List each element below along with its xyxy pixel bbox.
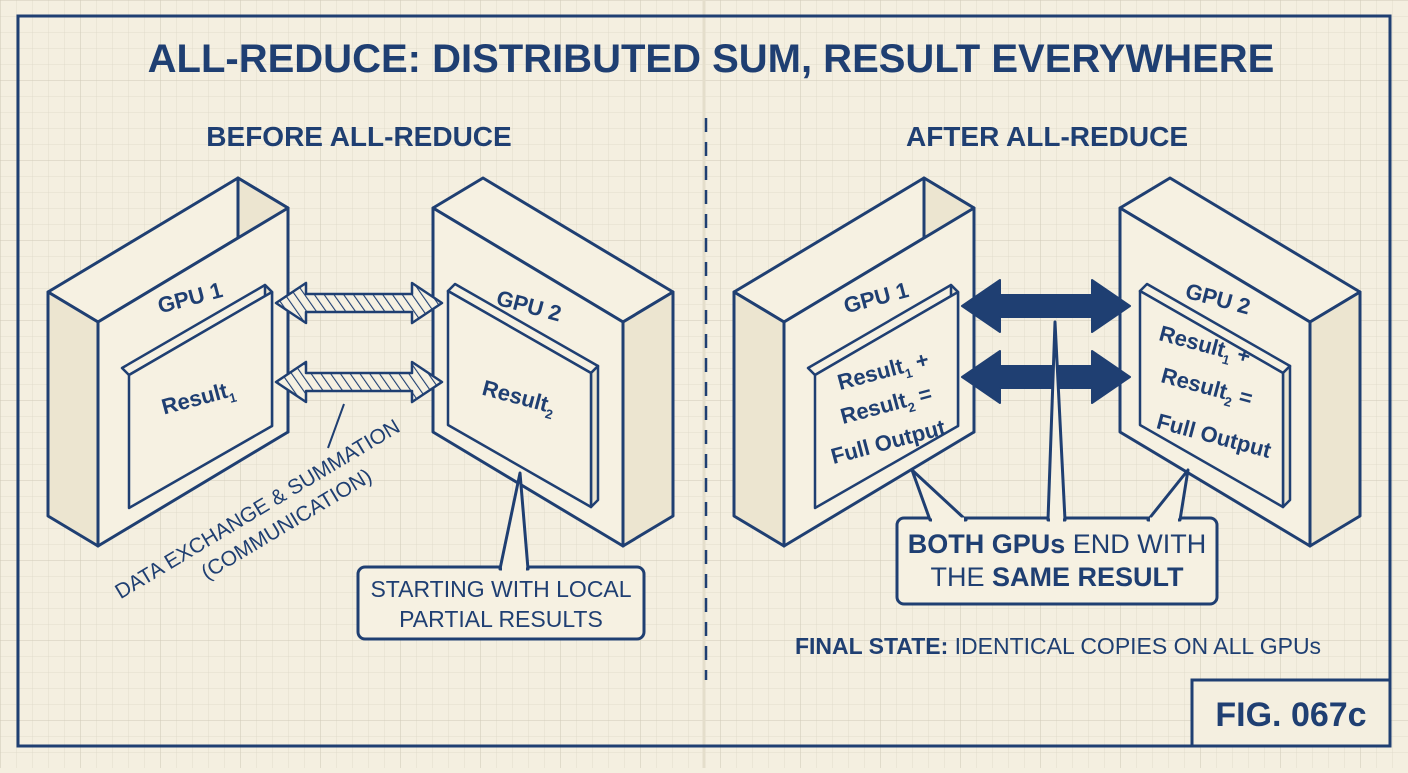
before-gpu2-panel bbox=[446, 282, 600, 509]
after-exchange-arrow-top bbox=[961, 279, 1131, 333]
after-callout-line2: THE SAME RESULT bbox=[930, 562, 1184, 592]
after-gpu1-panel bbox=[806, 283, 960, 510]
final-state-note: FINAL STATE: IDENTICAL COPIES ON ALL GPU… bbox=[795, 633, 1321, 659]
after-callout-line1: BOTH GPUs END WITH bbox=[908, 529, 1207, 559]
after-gpu2-panel bbox=[1138, 282, 1292, 509]
after-heading: AFTER ALL-REDUCE bbox=[906, 121, 1188, 152]
exchange-leader-line bbox=[327, 403, 345, 449]
after-callout: BOTH GPUs END WITH THE SAME RESULT bbox=[895, 320, 1219, 606]
after-exchange-arrow-bottom bbox=[961, 350, 1131, 404]
figure-label: FIG. 067c bbox=[1215, 696, 1366, 734]
before-heading: BEFORE ALL-REDUCE bbox=[206, 121, 511, 152]
before-callout-line1: STARTING WITH LOCAL bbox=[370, 576, 631, 602]
before-gpu1-panel bbox=[120, 283, 274, 510]
before-callout: STARTING WITH LOCAL PARTIAL RESULTS bbox=[356, 471, 646, 641]
before-exchange-arrow-bottom bbox=[274, 360, 444, 404]
figure-label-box: FIG. 067c bbox=[1190, 678, 1392, 748]
before-exchange-arrow-top bbox=[274, 281, 444, 325]
before-callout-line2: PARTIAL RESULTS bbox=[399, 606, 603, 632]
outer-border bbox=[16, 14, 1392, 748]
diagram-title: ALL-REDUCE: DISTRIBUTED SUM, RESULT EVER… bbox=[148, 37, 1275, 81]
